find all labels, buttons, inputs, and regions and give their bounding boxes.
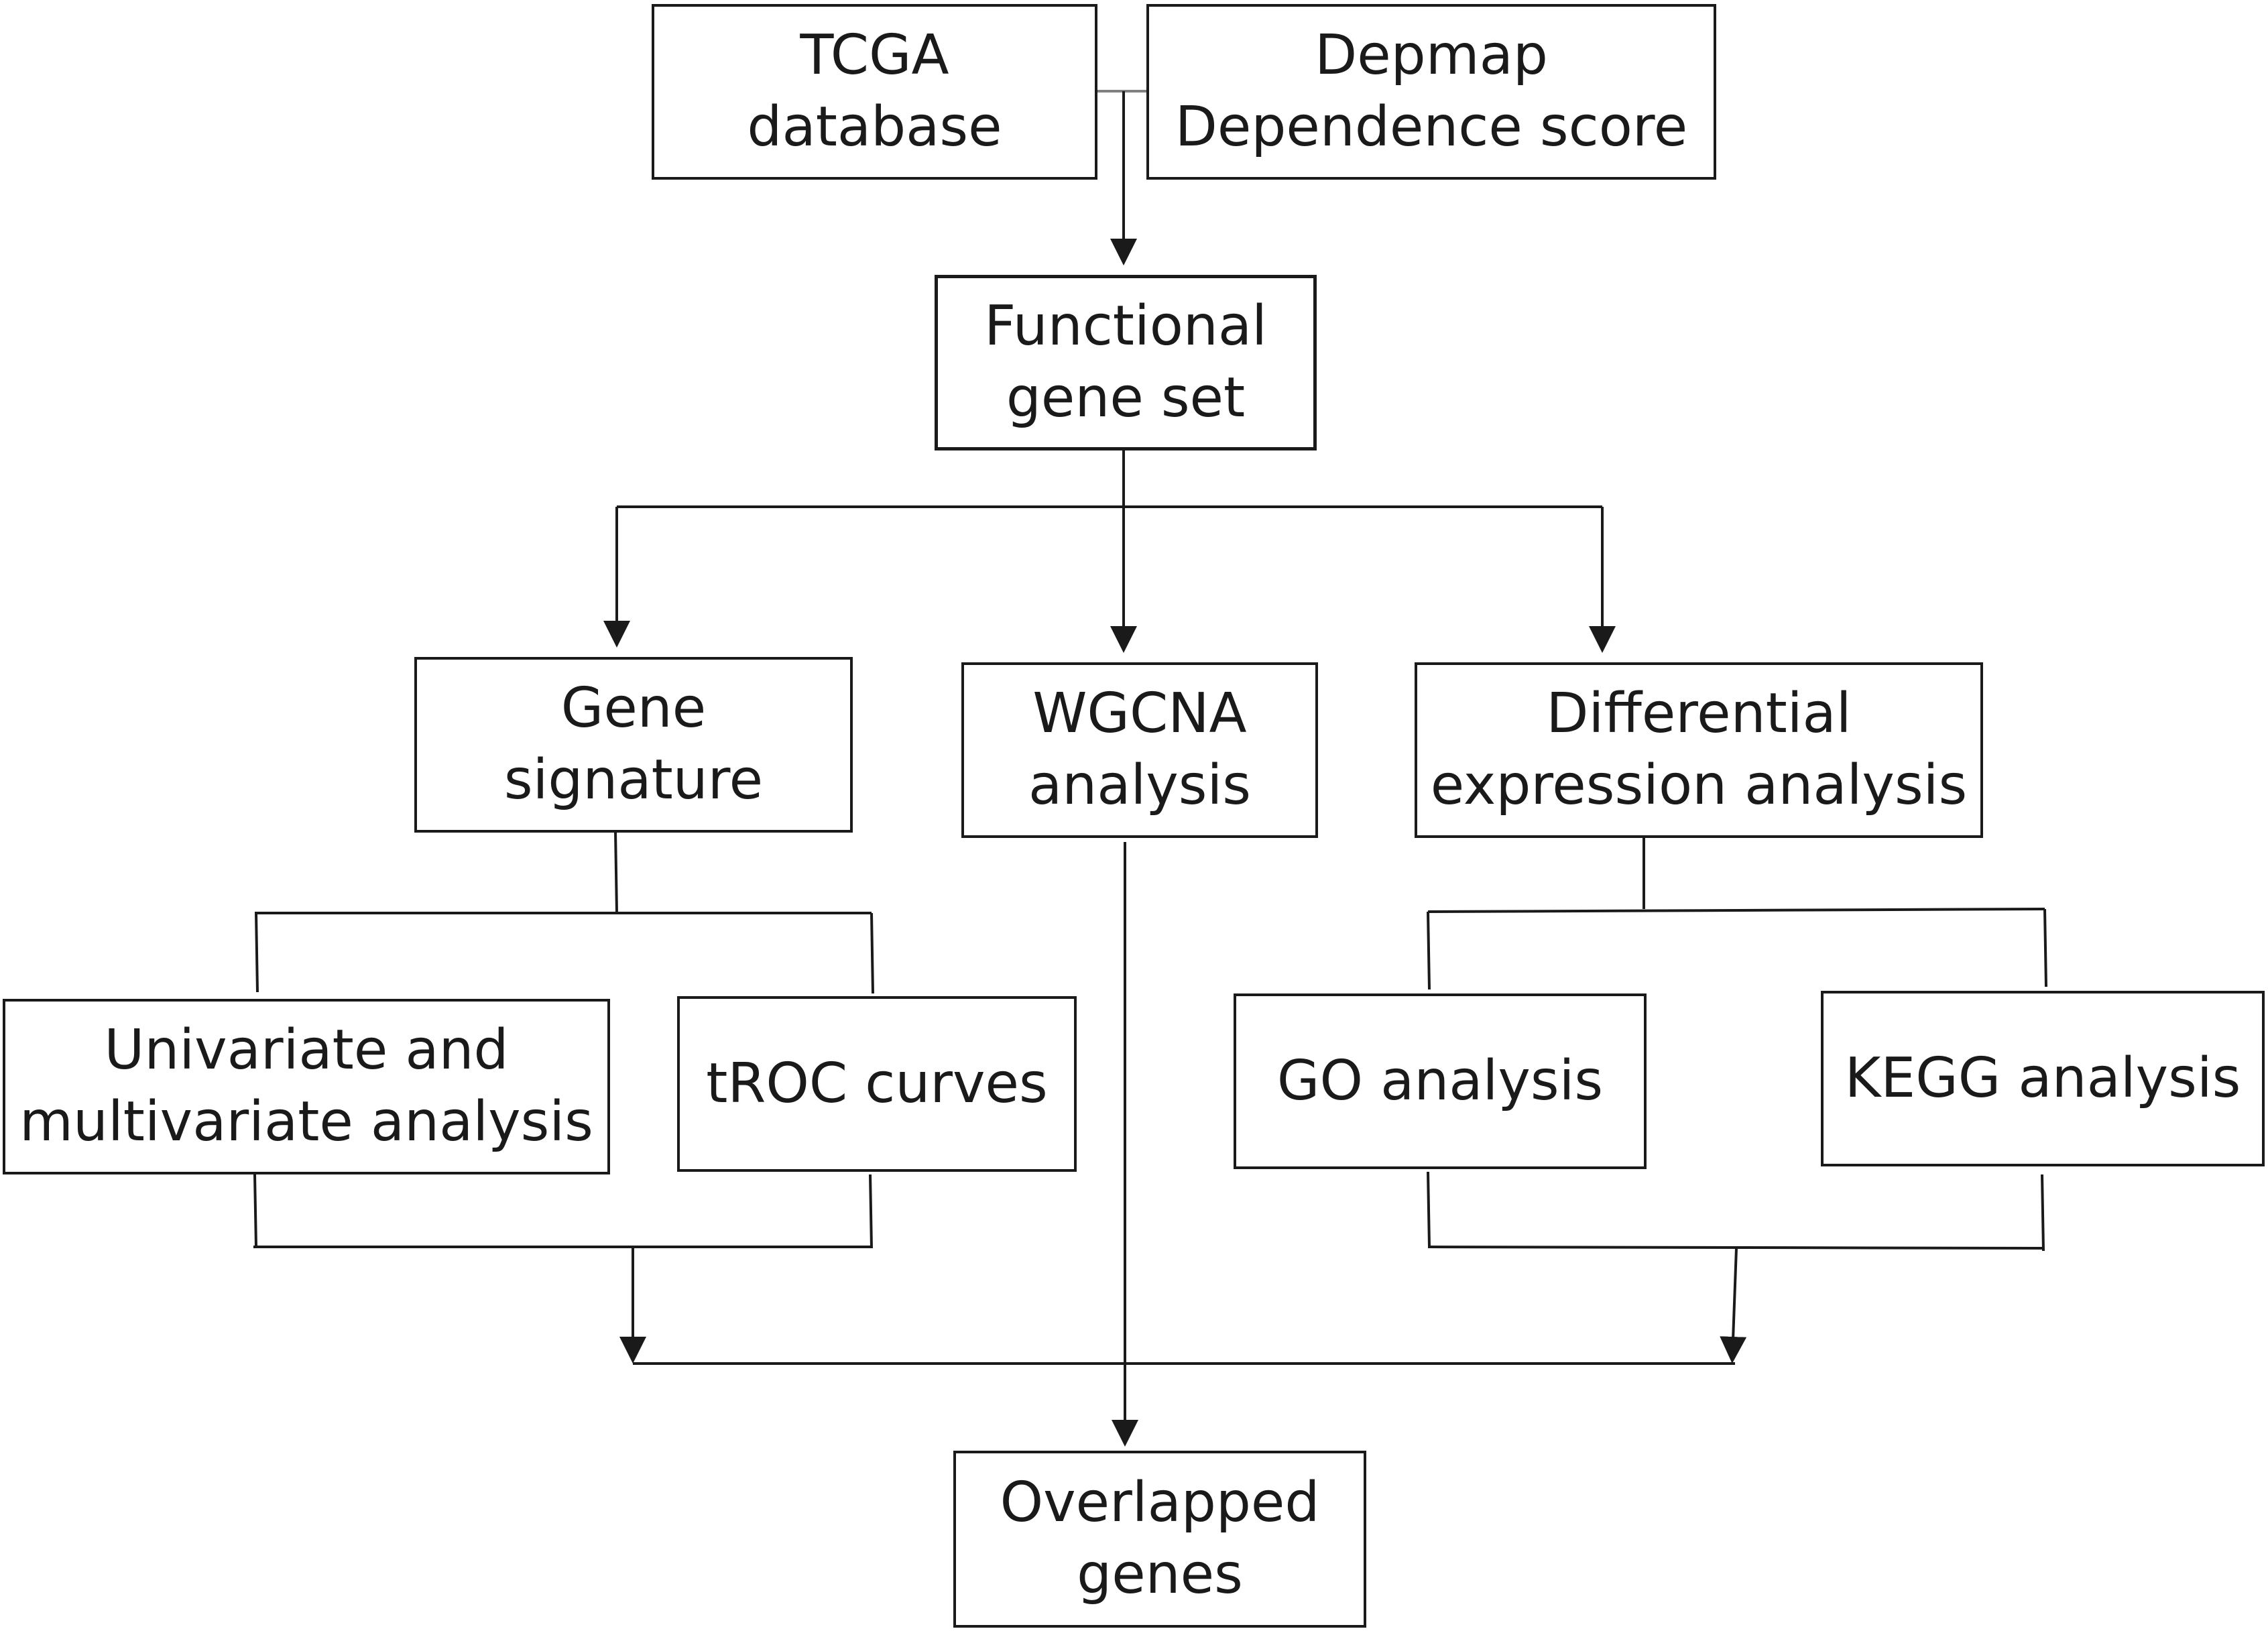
functional-line-1: Functional bbox=[984, 294, 1267, 359]
troc-curves-box: tROC curves bbox=[677, 996, 1077, 1172]
tcga-line-2: database bbox=[747, 95, 1002, 159]
univariate-line-1: Univariate and bbox=[104, 1018, 509, 1083]
differential-line-1: Differential bbox=[1546, 682, 1852, 746]
kegg-analysis-box: KEGG analysis bbox=[1821, 991, 2265, 1166]
univariate-merge-stem bbox=[253, 1174, 257, 1248]
branch-to-troc bbox=[870, 912, 874, 994]
differential-expression-box: Differential expression analysis bbox=[1415, 662, 1983, 838]
kegg-merge-stem bbox=[2041, 1174, 2045, 1252]
go-merge-stem bbox=[1427, 1171, 1431, 1248]
depmap-line-1: Depmap bbox=[1315, 23, 1548, 88]
functional-gene-set-box: Functional gene set bbox=[935, 275, 1317, 450]
gene-signature-line-2: signature bbox=[503, 748, 764, 812]
overlapped-genes-box: Overlapped genes bbox=[953, 1451, 1366, 1628]
depmap-box: Depmap Dependence score bbox=[1146, 4, 1716, 180]
functional-line-2: gene set bbox=[1006, 366, 1246, 430]
depmap-line-2: Dependence score bbox=[1175, 95, 1688, 159]
wgcna-line-2: analysis bbox=[1028, 753, 1251, 817]
branch-to-go bbox=[1427, 911, 1431, 990]
tcga-database-box: TCGA database bbox=[652, 4, 1097, 180]
branch-to-kegg bbox=[2043, 908, 2047, 987]
kegg-line-1: KEGG analysis bbox=[1844, 1046, 2241, 1110]
gene-signature-stem bbox=[614, 831, 618, 914]
tcga-line-1: TCGA bbox=[800, 23, 949, 88]
univariate-multivariate-box: Univariate and multivariate analysis bbox=[3, 999, 610, 1174]
wgcna-line-1: WGCNA bbox=[1032, 682, 1247, 746]
troc-merge-stem bbox=[869, 1174, 873, 1249]
overlapped-line-1: Overlapped bbox=[1000, 1471, 1320, 1535]
differential-branch-bar bbox=[1427, 908, 2045, 913]
wgcna-analysis-box: WGCNA analysis bbox=[961, 662, 1318, 838]
right-merge-arrow bbox=[1720, 1248, 1747, 1364]
gene-signature-line-1: Gene bbox=[560, 676, 707, 741]
branch-to-univariate bbox=[255, 912, 259, 993]
overlapped-line-2: genes bbox=[1077, 1543, 1243, 1606]
go-line-1: GO analysis bbox=[1276, 1048, 1604, 1113]
univariate-line-2: multivariate analysis bbox=[19, 1090, 593, 1154]
go-analysis-box: GO analysis bbox=[1234, 993, 1647, 1169]
differential-line-2: expression analysis bbox=[1430, 753, 1968, 817]
right-merge-bar bbox=[1427, 1246, 2044, 1250]
gene-signature-box: Gene signature bbox=[414, 657, 853, 833]
troc-line-1: tROC curves bbox=[706, 1051, 1048, 1115]
